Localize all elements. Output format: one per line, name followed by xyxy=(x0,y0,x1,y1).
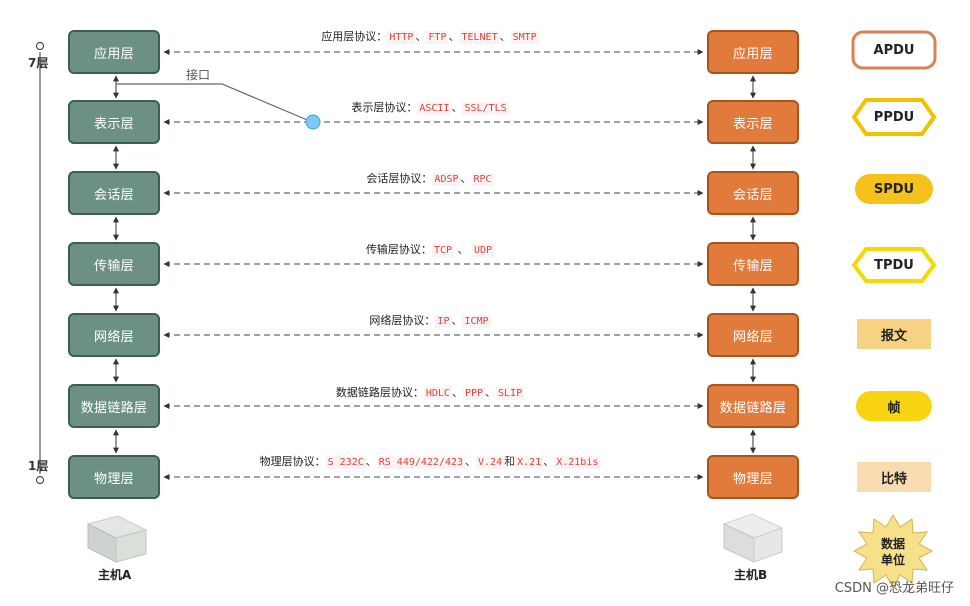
frame-shape xyxy=(856,391,932,421)
watermark: CSDN @恐龙弟旺仔 xyxy=(834,581,954,596)
bit-shape xyxy=(857,462,931,492)
host-a-label: 主机A xyxy=(98,568,132,582)
pdu-apdu: APDU xyxy=(873,42,915,58)
starburst-shape xyxy=(852,514,934,590)
protocol-item: HDLC xyxy=(423,387,452,400)
host-a-layer-5: 数据链路层 xyxy=(68,384,160,428)
host-a-layer-3: 传输层 xyxy=(68,242,160,286)
host-b-label: 主机B xyxy=(734,568,768,582)
protocol-item: V.24 xyxy=(476,456,505,469)
protocol-layer-name: 网络层协议： xyxy=(369,314,436,327)
pdu-frame: 帧 xyxy=(887,400,901,416)
protocol-item: RPC xyxy=(471,173,494,186)
host-a-device-icon xyxy=(86,515,148,563)
message-shape xyxy=(857,319,931,349)
protocol-separator: 、 xyxy=(454,243,472,256)
protocol-item: ADSP xyxy=(432,173,461,186)
protocol-separator: 、 xyxy=(499,30,511,43)
host-b-device-icon xyxy=(722,513,784,563)
protocol-layer-name: 数据链路层协议： xyxy=(335,386,424,399)
protocol-layer-name: 表示层协议： xyxy=(351,101,418,114)
pdu-message: 报文 xyxy=(880,328,907,344)
protocol-separator: 、 xyxy=(451,101,463,114)
layer-scale-bar xyxy=(36,42,44,484)
protocol-item: SLIP xyxy=(496,387,525,400)
protocol-separator: 、 xyxy=(543,455,555,468)
host-b-layer-2: 会话层 xyxy=(707,171,799,215)
pdu-ppdu: PPDU xyxy=(873,109,915,125)
protocol-separator: 、 xyxy=(485,386,497,399)
protocol-item: PPP xyxy=(462,387,486,400)
protocol-layer-name: 传输层协议： xyxy=(365,243,432,256)
protocol-item: HTTP xyxy=(387,31,416,44)
protocol-item: IP xyxy=(435,315,452,328)
protocol-label-5: 数据链路层协议：HDLC、PPP、SLIP xyxy=(180,384,680,400)
host-a-layer-4: 网络层 xyxy=(68,313,160,357)
pdu-shapes xyxy=(851,30,937,590)
scale-top-label: 7层 xyxy=(28,56,49,70)
host-b-layer-3: 传输层 xyxy=(707,242,799,286)
host-a-layer-1: 表示层 xyxy=(68,100,160,144)
scale-bottom-label: 1层 xyxy=(28,459,49,473)
protocol-item: SMTP xyxy=(510,31,539,44)
peer-protocol-links xyxy=(163,49,704,480)
protocol-item: RS 449/422/423 xyxy=(376,456,466,469)
pdu-tpdu: TPDU xyxy=(874,257,914,273)
host-b-layer-4: 网络层 xyxy=(707,313,799,357)
protocol-separator: 、 xyxy=(460,172,472,185)
protocol-layer-name: 会话层协议： xyxy=(366,172,433,185)
protocol-item: X.21bis xyxy=(554,456,601,469)
pdu-spdu: SPDU xyxy=(873,181,915,197)
spdu-shape xyxy=(855,174,933,204)
pdu-bit: 比特 xyxy=(880,471,907,487)
host-b-layer-0: 应用层 xyxy=(707,30,799,74)
ppdu-shape xyxy=(851,98,937,136)
protocol-label-1: 表示层协议：ASCII、SSL/TLS xyxy=(180,99,680,115)
protocol-item: TCP xyxy=(431,244,454,257)
protocol-separator: 、 xyxy=(448,30,460,43)
protocol-label-4: 网络层协议：IP、ICMP xyxy=(180,312,680,328)
protocol-item: FTP xyxy=(426,31,449,44)
host-b-layer-6: 物理层 xyxy=(707,455,799,499)
protocol-separator: 、 xyxy=(465,455,477,468)
protocol-item: X.21 xyxy=(515,456,544,469)
vertical-layer-links xyxy=(113,75,756,454)
protocol-join-word: 和 xyxy=(504,455,516,468)
interface-marker xyxy=(305,114,321,130)
protocol-label-0: 应用层协议：HTTP、FTP、TELNET、SMTP xyxy=(180,28,680,44)
protocol-separator: 、 xyxy=(415,30,427,43)
protocol-layer-name: 物理层协议： xyxy=(259,455,326,468)
interface-label: 接口 xyxy=(186,68,211,82)
pdu-title: 数据 单位 xyxy=(880,537,905,567)
apdu-shape xyxy=(851,30,937,70)
host-a-layer-0: 应用层 xyxy=(68,30,160,74)
interface-leader-line xyxy=(116,83,313,123)
protocol-item: S 232C xyxy=(325,456,366,469)
protocol-label-3: 传输层协议：TCP 、 UDP xyxy=(180,241,680,257)
protocol-item: TELNET xyxy=(459,31,500,44)
protocol-item: ICMP xyxy=(462,315,491,328)
protocol-item: SSL/TLS xyxy=(462,102,509,115)
host-a-layer-2: 会话层 xyxy=(68,171,160,215)
protocol-separator: 、 xyxy=(365,455,377,468)
host-b-layer-1: 表示层 xyxy=(707,100,799,144)
protocol-item: ASCII xyxy=(417,102,452,115)
protocol-separator: 、 xyxy=(451,386,463,399)
protocol-item: UDP xyxy=(472,244,495,257)
protocol-separator: 、 xyxy=(451,314,463,327)
tpdu-shape xyxy=(851,247,937,283)
protocol-label-2: 会话层协议：ADSP、RPC xyxy=(180,170,680,186)
host-a-layer-6: 物理层 xyxy=(68,455,160,499)
protocol-layer-name: 应用层协议： xyxy=(321,30,388,43)
host-b-layer-5: 数据链路层 xyxy=(707,384,799,428)
